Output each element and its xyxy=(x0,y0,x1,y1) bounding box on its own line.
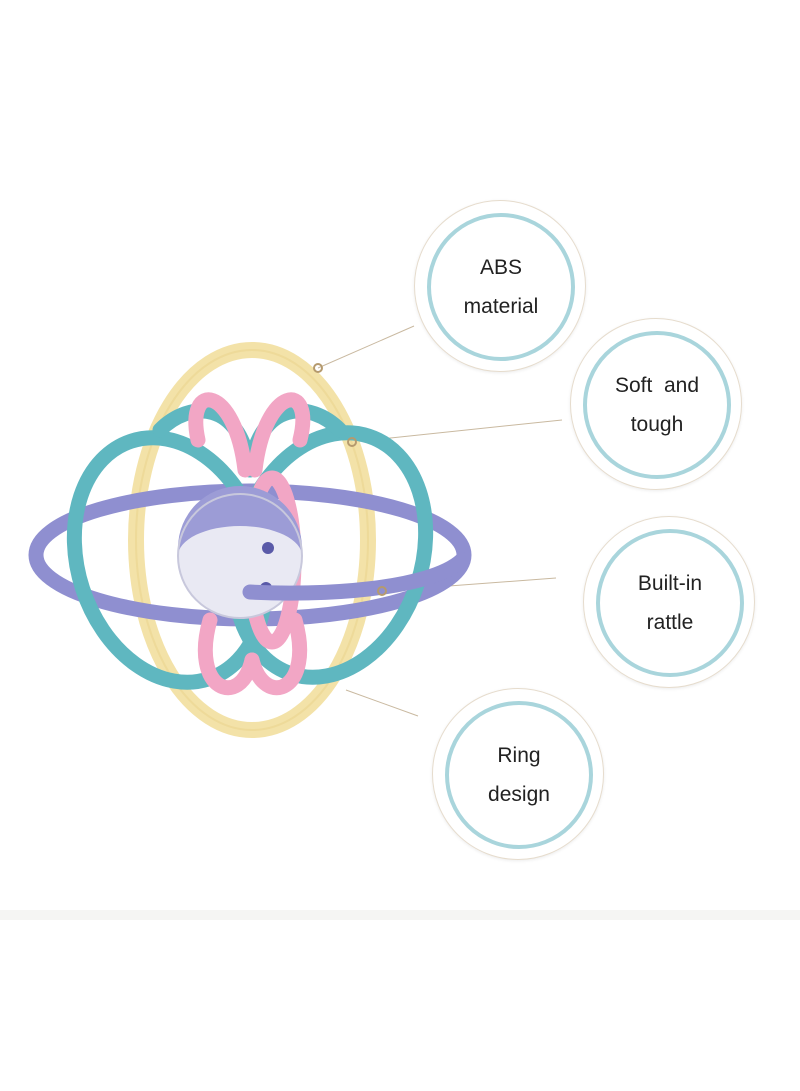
callout-label: Soft and tough xyxy=(615,366,699,444)
callout-line-2: rattle xyxy=(646,611,694,634)
leader-line-abs xyxy=(317,325,415,369)
callout-ring: Built-in rattle xyxy=(596,529,744,677)
leader-line-ring xyxy=(345,689,419,717)
yellow-loops xyxy=(128,342,376,738)
callout-line-1: Built-in xyxy=(637,572,703,595)
callout-built-in-rattle: Built-in rattle xyxy=(583,516,755,688)
callout-abs-material: ABS material xyxy=(414,200,586,372)
callout-line-1: Ring xyxy=(497,744,541,767)
leader-dots xyxy=(313,363,387,596)
callout-line-1: Soft and xyxy=(614,374,700,397)
purple-ring-front xyxy=(242,552,470,601)
callout-label: ABS material xyxy=(464,248,539,326)
callout-ring: ABS material xyxy=(427,213,575,361)
bottom-divider-band xyxy=(0,910,800,920)
callout-ring-design: Ring design xyxy=(432,688,604,860)
callout-label: Ring design xyxy=(488,736,550,814)
callout-ring: Soft and tough xyxy=(583,331,731,479)
callout-label: Built-in rattle xyxy=(638,564,702,642)
callout-line-2: tough xyxy=(630,413,684,436)
callout-ring: Ring design xyxy=(445,701,593,849)
callout-line-1: ABS xyxy=(479,256,522,279)
callout-line-2: material xyxy=(463,295,539,318)
callout-soft-tough: Soft and tough xyxy=(570,318,742,490)
callout-line-2: design xyxy=(488,783,550,806)
